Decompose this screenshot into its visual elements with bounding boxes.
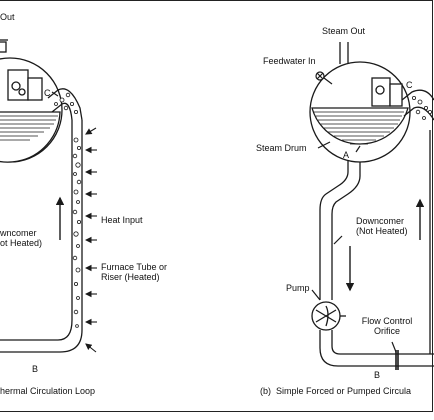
flow-control-label-2: Orifice xyxy=(373,326,400,336)
figure-frame xyxy=(0,0,433,412)
left-downcomer-label-2: ot Heated) xyxy=(0,238,43,248)
furnace-tube-label-1: Furnace Tube or xyxy=(101,262,168,272)
flow-control-label-1: Flow Control xyxy=(361,316,413,326)
furnace-tube-label-2: Riser (Heated) xyxy=(101,272,160,282)
left-steam-out-label: Out xyxy=(0,12,15,22)
right-loop xyxy=(309,42,434,370)
left-loop xyxy=(0,39,83,353)
left-steam-nozzle xyxy=(0,41,7,53)
left-riser-bubbles xyxy=(54,92,82,328)
left-downcomer-label-1: wncomer xyxy=(0,228,37,238)
feedwater-in-label: Feedwater In xyxy=(263,56,316,66)
left-heat-arrows xyxy=(51,91,97,353)
pump-label: Pump xyxy=(286,283,310,293)
right-arrows xyxy=(311,71,425,353)
heat-input-label: Heat Input xyxy=(101,215,143,225)
right-downcomer xyxy=(319,160,349,300)
right-downcomer-label-2: (Not Heated) xyxy=(356,226,408,236)
left-point-c-label: C xyxy=(44,88,51,98)
left-drum-water xyxy=(0,111,61,163)
left-caption: hermal Circulation Loop xyxy=(0,386,96,396)
right-point-c-label: C xyxy=(406,80,413,90)
right-point-b-label: B xyxy=(374,370,381,380)
point-a-label: A xyxy=(343,150,350,160)
right-steam-out-label: Steam Out xyxy=(322,26,366,36)
steam-drum-label: Steam Drum xyxy=(256,143,307,153)
left-point-b-label: B xyxy=(32,364,39,374)
right-caption: (b) Simple Forced or Pumped Circula xyxy=(260,386,412,396)
right-downcomer-label-1: Downcomer xyxy=(356,216,405,226)
right-riser-bubbles xyxy=(411,96,432,120)
